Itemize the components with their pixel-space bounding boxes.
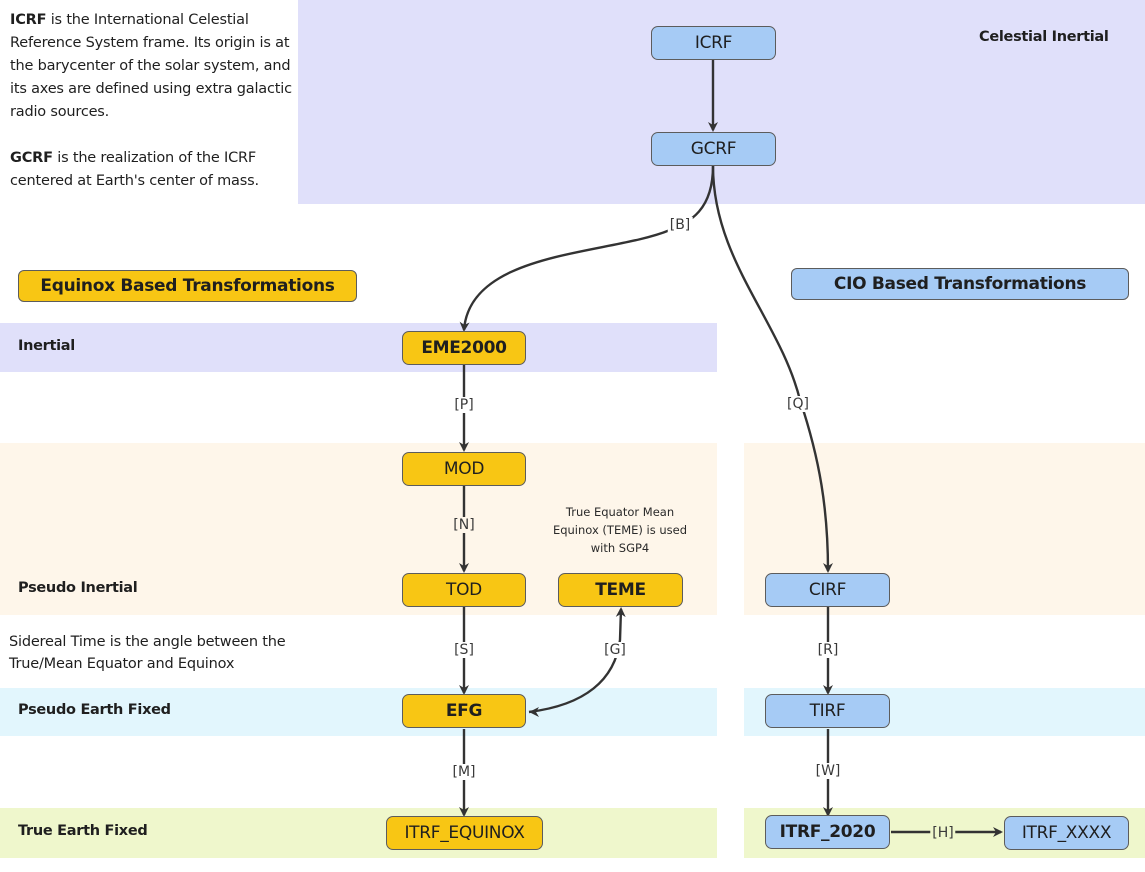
true-earth-fixed-band-equinox bbox=[0, 808, 717, 858]
icrf-text: is the International Celestial Reference… bbox=[10, 12, 292, 120]
node-tirf[interactable]: TIRF bbox=[765, 694, 890, 728]
node-cirf[interactable]: CIRF bbox=[765, 573, 890, 607]
edge-label-h: [H] bbox=[930, 825, 956, 841]
edge-label-n: [N] bbox=[451, 517, 477, 533]
edge-label-q: [Q] bbox=[785, 396, 811, 412]
cio-section-header: CIO Based Transformations bbox=[791, 268, 1129, 300]
intro-note: ICRF is the International Celestial Refe… bbox=[10, 9, 300, 216]
icrf-description: ICRF is the International Celestial Refe… bbox=[10, 9, 300, 124]
inertial-band bbox=[0, 323, 717, 372]
band-label-true-earth-fixed: True Earth Fixed bbox=[18, 823, 148, 839]
band-label-inertial: Inertial bbox=[18, 338, 75, 354]
gcrf-text: is the realization of the ICRF centered … bbox=[10, 150, 259, 189]
node-tod[interactable]: TOD bbox=[402, 573, 526, 607]
equinox-section-header: Equinox Based Transformations bbox=[18, 270, 357, 302]
node-icrf[interactable]: ICRF bbox=[651, 26, 776, 60]
pseudo-earth-fixed-band-equinox bbox=[0, 688, 717, 736]
node-itrf-2020[interactable]: ITRF_2020 bbox=[765, 815, 890, 849]
band-label-celestial-inertial: Celestial Inertial bbox=[979, 29, 1109, 45]
edge-label-b: [B] bbox=[667, 217, 693, 233]
node-itrf-equinox[interactable]: ITRF_EQUINOX bbox=[386, 816, 543, 850]
efg-teme-arrowhead-efg bbox=[529, 707, 539, 717]
edge-gcrf-eme2000 bbox=[459, 165, 715, 332]
band-label-pseudo-inertial: Pseudo Inertial bbox=[18, 580, 138, 596]
edge-gcrf-cirf bbox=[711, 165, 833, 573]
edge-label-p: [P] bbox=[452, 397, 476, 413]
node-eme2000[interactable]: EME2000 bbox=[402, 331, 526, 365]
node-itrf-xxxx[interactable]: ITRF_XXXX bbox=[1004, 816, 1129, 850]
node-teme[interactable]: TEME bbox=[558, 573, 683, 607]
edge-label-g: [G] bbox=[602, 642, 628, 658]
gcrf-term: GCRF bbox=[10, 150, 53, 166]
sidereal-note: Sidereal Time is the angle between the T… bbox=[9, 634, 286, 672]
edge-label-m: [M] bbox=[450, 764, 478, 780]
band-label-pseudo-earth-fixed: Pseudo Earth Fixed bbox=[18, 702, 171, 718]
node-mod[interactable]: MOD bbox=[402, 452, 526, 486]
teme-note: True Equator Mean Equinox (TEME) is used… bbox=[552, 505, 688, 555]
node-gcrf[interactable]: GCRF bbox=[651, 132, 776, 166]
gcrf-description: GCRF is the realization of the ICRF cent… bbox=[10, 147, 300, 193]
edge-efg-teme bbox=[528, 607, 626, 714]
edge-label-w: [W] bbox=[813, 763, 843, 779]
node-efg[interactable]: EFG bbox=[402, 694, 526, 728]
icrf-term: ICRF bbox=[10, 12, 47, 28]
edge-label-r: [R] bbox=[815, 642, 841, 658]
edge-label-s: [S] bbox=[452, 642, 476, 658]
